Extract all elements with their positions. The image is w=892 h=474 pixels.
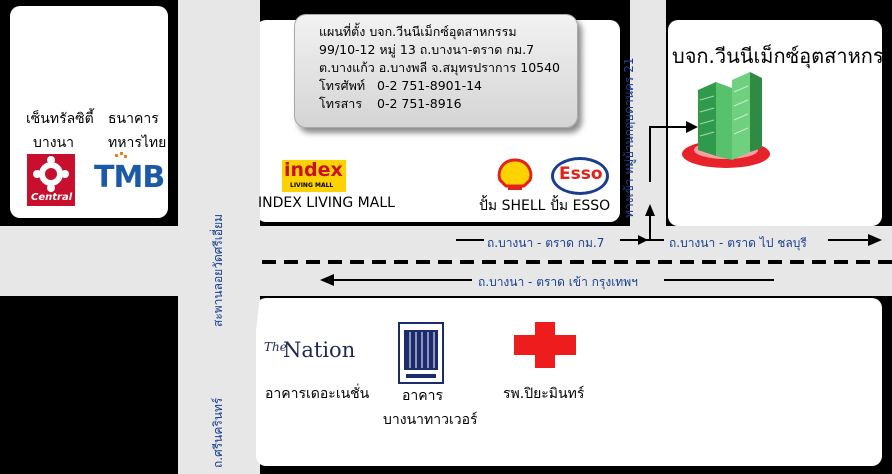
index-label: INDEX LIVING MALL	[258, 195, 395, 211]
central-logo: Central	[27, 154, 75, 206]
nation-logo-the: The	[264, 340, 287, 354]
esso-logo: Esso	[551, 157, 609, 195]
road-label-srinakarin: ถ.ศรีนครินทร์	[211, 397, 225, 468]
road-label-outbound-chonburi: ถ.บางนา - ตราด ไป ชลบุรี	[669, 236, 807, 250]
factory-building-icon	[682, 72, 770, 168]
tmb-label-line1: ธนาคาร	[108, 111, 159, 127]
central-logo-text: Central	[31, 192, 73, 203]
road-label-inbound-bangkok: ถ.บางนา - ตราด เข้า กรุงเทพฯ	[478, 275, 638, 289]
tmb-sparkle-icon	[115, 152, 127, 158]
phone-number: 0-2 751-8901-14	[377, 78, 482, 93]
bangna-tower-icon	[398, 322, 444, 384]
fax-number: 0-2 751-8916	[377, 96, 462, 111]
esso-label: ปั้ม ESSO	[550, 198, 611, 214]
info-line-3: ต.บางแก้ว อ.บางพลี จ.สมุทรปราการ 10540	[319, 60, 561, 75]
road-soi-vertical	[630, 0, 666, 226]
shell-label: ปั้ม SHELL	[479, 198, 546, 214]
nation-label: อาคารเดอะเนชั่น	[265, 386, 370, 402]
esso-logo-text: Esso	[559, 164, 603, 184]
central-label-line2: บางนา	[33, 135, 75, 151]
shell-logo-icon	[497, 158, 533, 190]
central-label-line1: เซ็นทรัลซิตี้	[26, 111, 94, 127]
fax-label: โทรสาร	[319, 96, 363, 111]
road-label-bridge: สะพานลอยวัดศรีเอี่ยม	[211, 213, 225, 327]
info-line-1: แผนที่ตั้ง บจก.วีนนีเม็กซ์อุตสาหกรรม	[319, 24, 517, 39]
road-label-soi-entrance: ทางเข้า หมู่บ้านกฤษดานคร 21	[622, 57, 636, 218]
central-flower-icon	[33, 156, 69, 192]
hospital-label: รพ.ปิยะมินทร์	[503, 386, 585, 402]
tmb-label-line2: ทหารไทย	[108, 135, 167, 151]
bangna-tower-label-line2: บางนาทาวเวอร์	[383, 412, 478, 428]
index-logo-sub: LIVING MALL	[290, 182, 334, 189]
bangna-tower-label-line1: อาคาร	[402, 388, 444, 404]
tmb-logo: TMB	[94, 160, 165, 195]
company-title: บจก.วีนนีเม็กซ์อุตสาหกรรม	[672, 44, 892, 68]
index-logo: index LIVING MALL	[282, 159, 346, 192]
nation-logo-text: Nation	[283, 338, 356, 362]
phone-label: โทรศัพท์	[319, 78, 366, 93]
info-line-2: 99/10-12 หมู่ 13 ถ.บางนา-ตราด กม.7	[319, 42, 535, 57]
road-label-outbound-km7: ถ.บางนา - ตราด กม.7	[487, 236, 605, 250]
block-bottom-right	[256, 298, 882, 466]
hospital-cross-icon	[514, 322, 576, 368]
index-logo-text: index	[284, 159, 343, 181]
address-info-box: แผนที่ตั้ง บจก.วีนนีเม็กซ์อุตสาหกรรม 99/…	[294, 14, 578, 128]
